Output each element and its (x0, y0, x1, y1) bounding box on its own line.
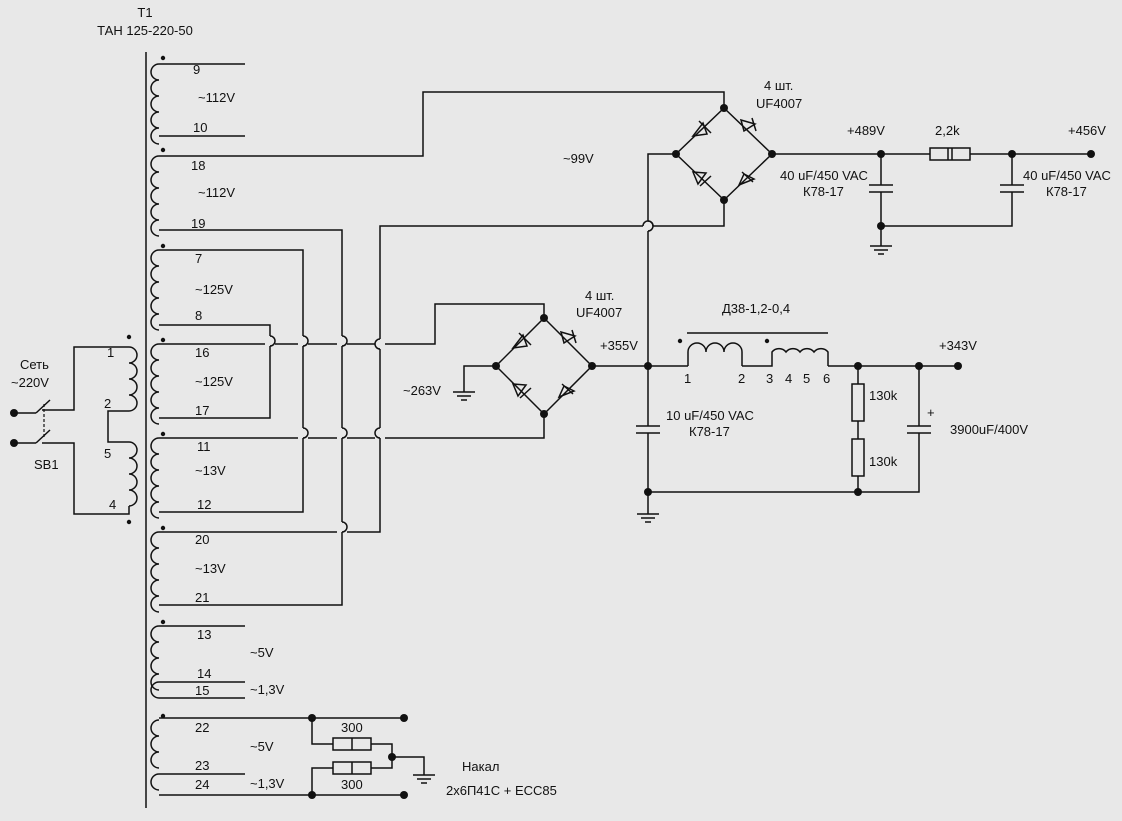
polarity-dots (126, 55, 166, 719)
voltage-16-17: ~125V (195, 374, 233, 389)
lower-output: +355V 10 uF/450 VAC К78-17 Д38-1,2-0,4 1… (592, 301, 1028, 523)
winding-9-10: 9 10 ~112V (150, 62, 245, 145)
primary-winding: 1 2 5 4 (42, 345, 138, 515)
pin-9: 9 (193, 62, 200, 77)
switch-ref: SB1 (34, 457, 59, 472)
voltage-7-8: ~125V (195, 282, 233, 297)
winding-22-24: 22 23 24 ~5V ~1,3V (150, 717, 404, 796)
ecap-plus: + (927, 405, 935, 420)
voltage-20-21: ~13V (195, 561, 226, 576)
ecap-value: 3900uF/400V (950, 422, 1028, 437)
winding-wiring (159, 91, 725, 606)
pin-10: 10 (193, 120, 207, 135)
heater-circuit: 300 300 Накал 2х6П41С + ЕСС85 (308, 714, 557, 799)
cap2-type: К78-17 (1046, 184, 1087, 199)
primary-pin-2: 2 (104, 396, 111, 411)
choke-pin-5: 5 (803, 371, 810, 386)
pin-23: 23 (195, 758, 209, 773)
pin-12: 12 (197, 497, 211, 512)
resistor-2k2-value: 2,2k (935, 123, 960, 138)
upper-minus-crossover (647, 220, 654, 232)
lower-out-voltage: +355V (600, 338, 638, 353)
winding-18-19: 18 19 ~112V (150, 155, 235, 237)
choke-type: Д38-1,2-0,4 (722, 301, 790, 316)
voltage-13-14: ~5V (250, 645, 274, 660)
winding-16-17: 16 17 ~125V (150, 343, 233, 425)
choke-pin-1: 1 (684, 371, 691, 386)
pin-18: 18 (191, 158, 205, 173)
pin-19: 19 (191, 216, 205, 231)
pin-13: 13 (197, 627, 211, 642)
winding-20-21: 20 21 ~13V (150, 531, 226, 613)
winding-11-12: 11 12 ~13V (150, 437, 226, 519)
upper-bridge: 4 шт. UF4007 ~99V (563, 78, 802, 204)
cap1-type: К78-17 (803, 184, 844, 199)
pin-22: 22 (195, 720, 209, 735)
primary-pin-4: 4 (109, 497, 116, 512)
winding-7-8: 7 8 ~125V (150, 249, 233, 331)
pin-20: 20 (195, 532, 209, 547)
lower-final-voltage: +343V (939, 338, 977, 353)
pin-8: 8 (195, 308, 202, 323)
winding-13-15: 13 14 15 ~5V ~1,3V (150, 625, 285, 699)
resistor-2k2 (929, 147, 971, 161)
pin-24: 24 (195, 777, 209, 792)
cap1-value: 40 uF/450 VAC (780, 168, 868, 183)
lower-ac-label: ~263V (403, 383, 441, 398)
cap2-value: 40 uF/450 VAC (1023, 168, 1111, 183)
pin-17: 17 (195, 403, 209, 418)
heater-r2-value: 300 (341, 777, 363, 792)
resistor-130k-2 (851, 438, 865, 477)
upper-minus-wire (647, 153, 676, 221)
cap-10uf-value: 10 uF/450 VAC (666, 408, 754, 423)
pin-11: 11 (197, 439, 211, 454)
mains-voltage: ~220V (11, 375, 49, 390)
pin-7: 7 (195, 251, 202, 266)
heater-r1-value: 300 (341, 720, 363, 735)
resistor-130k-1-value: 130k (869, 388, 898, 403)
resistor-130k-1 (851, 383, 865, 422)
cap-10uf-type: К78-17 (689, 424, 730, 439)
choke-pin-3: 3 (766, 371, 773, 386)
upper-output: +489V 2,2k +456V 40 uF/450 VAC К78-17 40… (772, 123, 1111, 255)
pin-15: 15 (195, 683, 209, 698)
voltage-11-12: ~13V (195, 463, 226, 478)
pin-14: 14 (197, 666, 211, 681)
heater-label: Накал (462, 759, 499, 774)
resistor-130k-2-value: 130k (869, 454, 898, 469)
choke-pin-2: 2 (738, 371, 745, 386)
lower-bridge: 4 шт. UF4007 ~263V (403, 288, 622, 418)
pin-16: 16 (195, 345, 209, 360)
voltage-22-23: ~5V (250, 739, 274, 754)
lower-diode-count: 4 шт. (585, 288, 614, 303)
upper-ac-label: ~99V (563, 151, 594, 166)
upper-diode-type: UF4007 (756, 96, 802, 111)
mains-label: Сеть (20, 357, 49, 372)
choke-pin-6: 6 (823, 371, 830, 386)
heater-tubes: 2х6П41С + ЕСС85 (446, 783, 557, 798)
mains-switch: Сеть ~220V SB1 (10, 357, 59, 472)
upper-diode-count: 4 шт. (764, 78, 793, 93)
upper-out-voltage: +489V (847, 123, 885, 138)
lower-diode-type: UF4007 (576, 305, 622, 320)
voltage-14-15: ~1,3V (250, 682, 285, 697)
transformer-ref: T1 (137, 5, 152, 20)
voltage-18-19: ~112V (198, 185, 235, 200)
transformer-model: ТАН 125-220-50 (97, 23, 193, 38)
pin-21: 21 (195, 590, 209, 605)
voltage-9-10: ~112V (198, 90, 235, 105)
upper-final-voltage: +456V (1068, 123, 1106, 138)
primary-pin-1: 1 (107, 345, 114, 360)
choke-pin-4: 4 (785, 371, 792, 386)
primary-pin-5: 5 (104, 446, 111, 461)
voltage-23-24: ~1,3V (250, 776, 285, 791)
